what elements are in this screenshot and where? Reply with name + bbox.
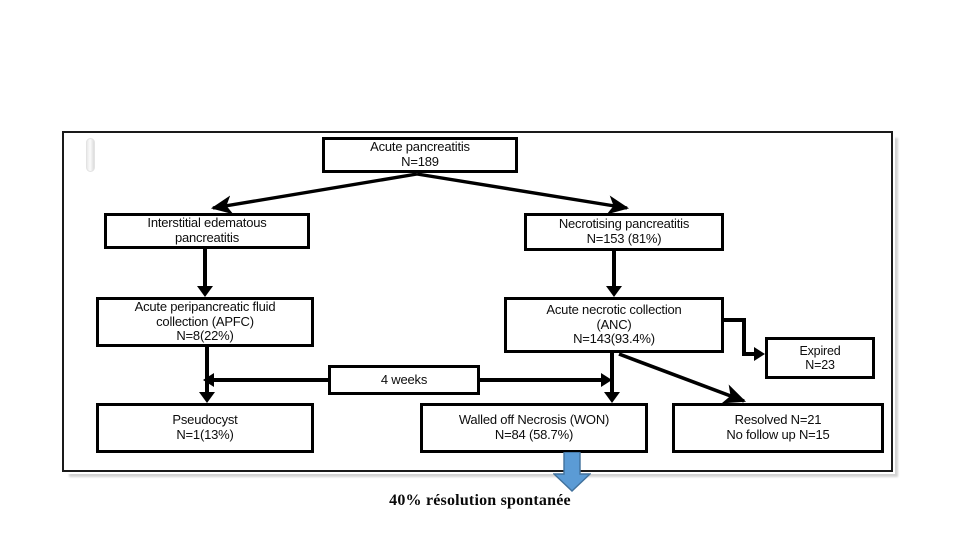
node-acute-pancreatitis[interactable]: Acute pancreatitis N=189 <box>322 137 518 173</box>
arrow-down-icon <box>553 452 591 492</box>
connector-acute-to-interstitial <box>210 172 418 215</box>
connector-four-weeks-left <box>210 378 330 382</box>
node-interstitial-label: Interstitial edematous pancreatitis <box>147 215 267 245</box>
rounded-bar-icon <box>86 138 95 172</box>
node-interstitial-edematous-pancreatitis[interactable]: Interstitial edematous pancreatitis <box>104 213 310 249</box>
node-anc-label: Acute necrotic collection (ANC) N=143(93… <box>546 301 682 347</box>
connector-acute-to-necrotising <box>416 172 630 215</box>
caption-spontaneous-resolution: 40% résolution spontanée <box>389 492 571 509</box>
connector-anc-to-expired-seg1 <box>722 318 746 322</box>
arrowhead-interstitial-to-apfc <box>197 286 213 297</box>
arrowhead-apfc-to-pseudocyst <box>199 392 215 403</box>
node-acute-necrotic-collection[interactable]: Acute necrotic collection (ANC) N=143(93… <box>504 297 724 353</box>
node-acute-peripancreatic-fluid-collection[interactable]: Acute peripancreatic fluid collection (A… <box>96 297 314 347</box>
node-expired[interactable]: Expired N=23 <box>765 337 875 379</box>
node-pseudocyst-label: Pseudocyst N=1(13%) <box>172 412 238 442</box>
connector-interstitial-to-apfc <box>203 249 207 289</box>
node-acute-pancreatitis-label: Acute pancreatitis N=189 <box>370 139 470 169</box>
node-resolved-no-follow-up[interactable]: Resolved N=21 No follow up N=15 <box>672 403 884 453</box>
node-necrotising-pancreatitis[interactable]: Necrotising pancreatitis N=153 (81%) <box>524 213 724 251</box>
node-won-label: Walled off Necrosis (WON) N=84 (58.7%) <box>458 412 610 442</box>
arrowhead-four-weeks-right <box>601 373 612 387</box>
node-apfc-label: Acute peripancreatic fluid collection (A… <box>134 298 276 344</box>
arrowhead-necrotising-to-anc <box>606 286 622 297</box>
connector-apfc-to-pseudocyst <box>205 347 209 395</box>
node-pseudocyst[interactable]: Pseudocyst N=1(13%) <box>96 403 314 453</box>
connector-four-weeks-right <box>478 378 606 382</box>
arrowhead-anc-to-won <box>604 392 620 403</box>
node-walled-off-necrosis[interactable]: Walled off Necrosis (WON) N=84 (58.7%) <box>420 403 648 453</box>
connector-anc-to-won <box>610 353 614 395</box>
node-resolved-label: Resolved N=21 No follow up N=15 <box>726 412 830 442</box>
node-necrotising-label: Necrotising pancreatitis N=153 (81%) <box>558 216 690 246</box>
connector-necrotising-to-anc <box>612 251 616 289</box>
node-expired-label: Expired N=23 <box>799 343 841 372</box>
node-four-weeks[interactable]: 4 weeks <box>328 365 480 395</box>
node-four-weeks-label: 4 weeks <box>380 371 428 387</box>
arrowhead-four-weeks-left <box>203 373 214 387</box>
connector-anc-to-resolved <box>618 352 747 404</box>
connector-anc-to-expired-seg2 <box>742 318 746 354</box>
connector-anc-to-expired-seg3 <box>742 352 758 356</box>
arrowhead-anc-to-expired <box>754 347 765 361</box>
